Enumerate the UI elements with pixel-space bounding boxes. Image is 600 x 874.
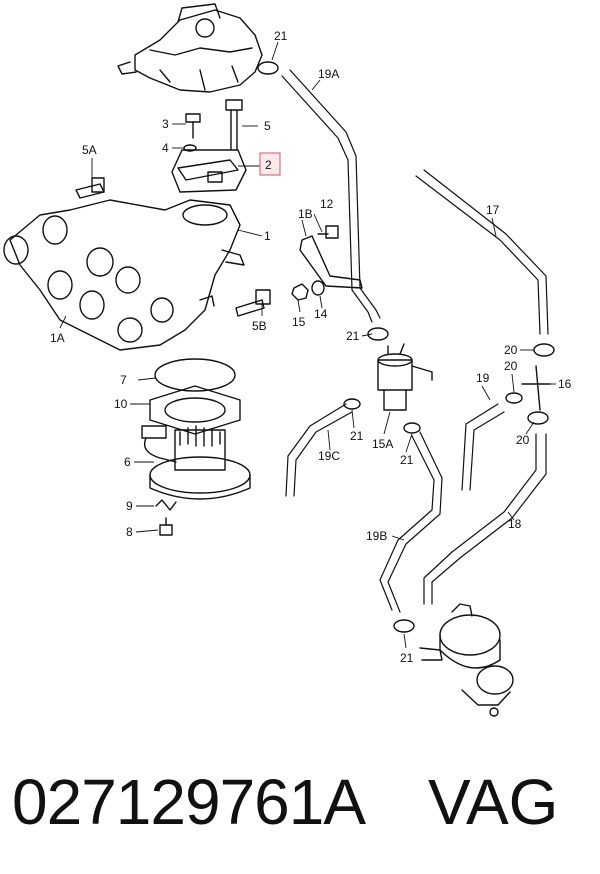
clamp-21e bbox=[393, 619, 415, 633]
callout-1a: 1A bbox=[50, 331, 65, 345]
callout-labels: 21 19A 3 5 4 2 5A 1 12 1B 17 1A 5B 15 14… bbox=[50, 29, 572, 665]
highlight-box bbox=[259, 152, 281, 176]
hose-19c bbox=[285, 403, 353, 497]
clamp-21d bbox=[403, 422, 421, 434]
callout-1: 1 bbox=[264, 229, 271, 243]
callout-17: 17 bbox=[486, 203, 500, 217]
carburetor bbox=[117, 3, 263, 93]
valve-15a bbox=[377, 343, 433, 411]
callout-5b: 5B bbox=[252, 319, 267, 333]
callout-8: 8 bbox=[126, 525, 133, 539]
callout-9: 9 bbox=[126, 499, 133, 513]
bracket-1b bbox=[299, 235, 363, 289]
callout-19c: 19C bbox=[318, 449, 340, 463]
callout-6: 6 bbox=[124, 455, 131, 469]
callout-19a: 19A bbox=[318, 67, 339, 81]
callout-14: 14 bbox=[314, 307, 328, 321]
callout-12: 12 bbox=[320, 197, 334, 211]
gasket-7 bbox=[154, 358, 236, 392]
bolt-3 bbox=[185, 113, 201, 139]
callout-20c: 20 bbox=[516, 433, 530, 447]
callout-10: 10 bbox=[114, 397, 128, 411]
callout-19b: 19B bbox=[366, 529, 387, 543]
clamp-21a bbox=[257, 61, 279, 75]
callout-19: 19 bbox=[476, 371, 490, 385]
screw-8 bbox=[159, 517, 173, 536]
callout-5: 5 bbox=[264, 119, 271, 133]
hose-19b bbox=[379, 431, 443, 613]
intake-manifold-1 bbox=[3, 199, 245, 351]
clamp-20c bbox=[527, 411, 549, 425]
clamp-21c bbox=[343, 398, 361, 410]
clamp-20a bbox=[533, 343, 555, 357]
callout-3: 3 bbox=[162, 117, 169, 131]
preheater-6 bbox=[141, 425, 251, 500]
callout-18: 18 bbox=[508, 517, 522, 531]
callout-20b: 20 bbox=[504, 359, 518, 373]
callout-20a: 20 bbox=[504, 343, 518, 357]
bolt-5b bbox=[235, 289, 271, 317]
parts-diagram: 21 19A 3 5 4 2 5A 1 12 1B 17 1A 5B 15 14… bbox=[3, 3, 572, 717]
part-number: 027129761A bbox=[12, 766, 366, 838]
gasket-10 bbox=[149, 385, 241, 435]
callout-4: 4 bbox=[162, 141, 169, 155]
flange-2 bbox=[171, 149, 247, 193]
footer: 027129761A VAG bbox=[0, 770, 600, 860]
hose-18 bbox=[423, 433, 547, 605]
callout-16: 16 bbox=[558, 377, 572, 391]
bolt-5a bbox=[75, 177, 105, 199]
callout-1b: 1B bbox=[298, 207, 313, 221]
callout-2: 2 bbox=[265, 158, 272, 172]
bolt-12 bbox=[317, 225, 339, 239]
washer-14 bbox=[311, 280, 325, 296]
callout-21c: 21 bbox=[350, 429, 364, 443]
hose-19 bbox=[461, 403, 505, 491]
callout-21e: 21 bbox=[400, 651, 414, 665]
nut-15 bbox=[291, 283, 309, 301]
callout-5a: 5A bbox=[82, 143, 97, 157]
clamp-21b bbox=[367, 327, 389, 341]
t-piece-16 bbox=[521, 365, 551, 411]
clamp-20b bbox=[505, 392, 523, 404]
callout-15: 15 bbox=[292, 315, 306, 329]
hose-17 bbox=[415, 169, 549, 335]
callout-21d: 21 bbox=[400, 453, 414, 467]
callout-21a: 21 bbox=[274, 29, 288, 43]
brand-name: VAG bbox=[428, 766, 559, 838]
clip-9 bbox=[155, 499, 177, 511]
hose-19a bbox=[281, 69, 381, 323]
bolt-5 bbox=[225, 99, 243, 151]
callout-7: 7 bbox=[120, 373, 127, 387]
vacuum-pump bbox=[419, 603, 514, 717]
callout-15a: 15A bbox=[372, 437, 393, 451]
callout-21b: 21 bbox=[346, 329, 360, 343]
